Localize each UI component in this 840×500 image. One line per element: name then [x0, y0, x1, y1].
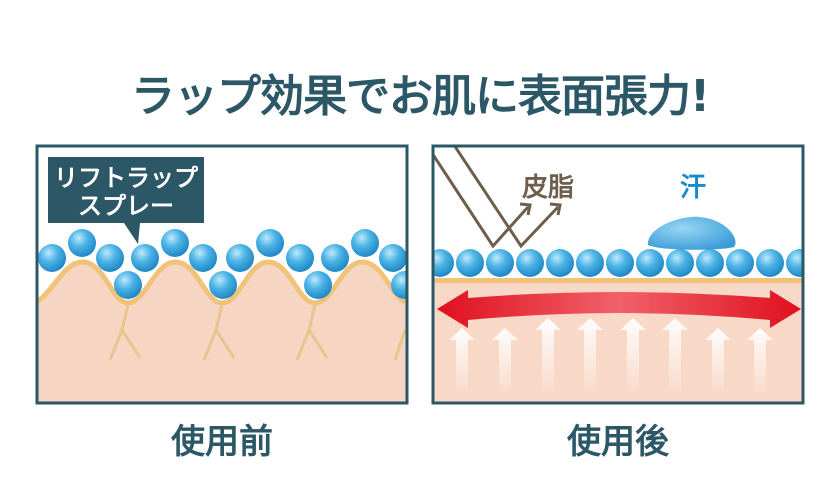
particle [114, 271, 142, 299]
lift-arrow [492, 328, 518, 398]
lift-arrow [449, 328, 475, 398]
particle [576, 249, 604, 277]
particle [786, 249, 802, 277]
particle [379, 244, 406, 272]
lift-arrow [662, 318, 688, 398]
particle [226, 244, 254, 272]
particle [68, 229, 96, 257]
particle [304, 271, 332, 299]
callout-line2: スプレー [78, 192, 174, 220]
particle [321, 244, 349, 272]
callout: リフトラップ スプレー [48, 157, 204, 244]
particle [456, 249, 484, 277]
after-frame [431, 144, 805, 405]
lift-arrow [747, 328, 773, 398]
particle [434, 249, 454, 277]
tension-arrow [437, 290, 801, 328]
particle [161, 229, 189, 257]
spray-particles [38, 229, 406, 299]
particle [209, 271, 237, 299]
particle [286, 244, 314, 272]
particle [696, 249, 724, 277]
particle [189, 244, 217, 272]
particle [726, 249, 754, 277]
particle [486, 249, 514, 277]
sweat-label: 汗 [680, 173, 706, 203]
particle [636, 249, 664, 277]
particle [96, 244, 124, 272]
particle [38, 244, 66, 272]
particle [756, 249, 784, 277]
particle [391, 271, 406, 299]
particle [516, 249, 544, 277]
particle [546, 249, 574, 277]
particle [351, 229, 379, 257]
headline: ラップ効果でお肌に表面張力! [130, 71, 710, 122]
before-panel: リフトラップ スプレー [35, 144, 409, 405]
particle [131, 244, 159, 272]
lift-arrows [449, 318, 773, 398]
particle [256, 229, 284, 257]
sweat-drop [647, 216, 736, 250]
skin-cracks [108, 304, 406, 361]
skin-line [434, 278, 802, 283]
lift-arrow [705, 328, 731, 398]
spray-particles [434, 249, 802, 277]
callout-line1: リフトラップ [54, 164, 199, 192]
before-frame [35, 144, 409, 405]
lift-arrow [620, 318, 646, 398]
sebum-label: 皮脂 [522, 173, 574, 203]
lift-arrow [535, 318, 561, 398]
after-caption: 使用後 [567, 422, 669, 462]
after-panel: 皮脂 汗 [431, 144, 805, 405]
particle [666, 249, 694, 277]
sebum-arrows [434, 147, 562, 249]
lift-arrow [577, 318, 603, 398]
before-caption: 使用前 [171, 422, 273, 462]
skin-surface [38, 259, 406, 402]
particle [606, 249, 634, 277]
